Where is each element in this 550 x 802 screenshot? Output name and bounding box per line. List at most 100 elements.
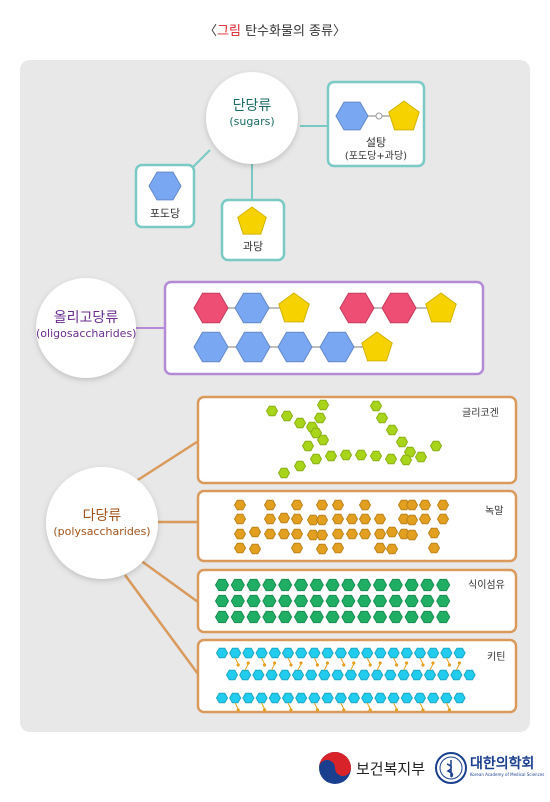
fiber-label: 식이섬유 [468, 580, 505, 591]
acetyl-group-dot [289, 708, 293, 712]
starch-unit-hexagon-icon [331, 499, 345, 511]
poly-label: 다당류 (polysaccharides) [46, 508, 158, 540]
fiber-unit-hexagon-icon [420, 578, 435, 592]
fiber-unit-hexagon-icon [293, 578, 309, 592]
figure-label: 그림 [217, 24, 241, 39]
fiber-unit-hexagon-icon [230, 578, 245, 592]
acetyl-group-dot [263, 708, 267, 712]
chitin-unit-hexagon-icon [215, 692, 229, 704]
bond-line [261, 702, 266, 710]
fiber-unit-hexagon-icon [214, 594, 230, 608]
starch-unit-hexagon-icon [436, 513, 450, 525]
starch-unit-hexagon-icon [345, 513, 359, 525]
fiber-unit-hexagon-icon [357, 578, 372, 592]
chitin-unit-hexagon-icon [255, 647, 268, 659]
starch-unit-hexagon-icon [405, 499, 419, 511]
chitin-unit-hexagon-icon [225, 669, 239, 681]
starch-unit-hexagon-icon [358, 499, 372, 511]
acetyl-group-dot [368, 708, 372, 712]
starch-unit-hexagon-icon [233, 542, 247, 554]
starch-unit-hexagon-icon [418, 513, 432, 525]
fiber-unit-hexagon-icon [278, 610, 293, 624]
glycogen-unit-hexagon-icon [369, 400, 383, 412]
starch-unit-hexagon-icon [358, 528, 372, 540]
bond-line [445, 657, 450, 665]
glycogen-unit-hexagon-icon [316, 434, 330, 446]
chitin-unit-hexagon-icon [295, 692, 308, 704]
chitin-unit-hexagon-icon [413, 692, 427, 704]
starch-unit-hexagon-icon [427, 542, 441, 554]
starch-unit-hexagon-icon [277, 528, 291, 540]
starch-unit-hexagon-icon [248, 543, 262, 555]
chitin-unit-hexagon-icon [281, 692, 295, 704]
starch-unit-hexagon-icon [331, 528, 345, 540]
starch-unit-hexagon-icon [418, 499, 432, 511]
chitin-unit-hexagon-icon [413, 647, 427, 659]
bond-line [323, 663, 328, 671]
fiber-unit-hexagon-icon [262, 610, 277, 624]
fiber-unit-hexagon-icon [357, 594, 372, 608]
fiber-unit-hexagon-icon [388, 578, 403, 592]
bond-line [297, 663, 302, 671]
glycogen-label: 글리코겐 [462, 408, 499, 419]
chitin-unit-hexagon-icon [321, 692, 334, 704]
chitin-unit-hexagon-icon [331, 669, 344, 681]
acetyl-group-dot [352, 661, 356, 665]
acetyl-group-dot [421, 663, 425, 667]
chitin-unit-hexagon-icon [400, 692, 413, 704]
acetyl-group-dot [236, 708, 240, 712]
acetyl-group-dot [299, 661, 303, 665]
acetyl-group-dot [447, 663, 451, 667]
poly-name: 다당류 [82, 508, 122, 524]
bond-line [429, 663, 434, 671]
starch-unit-hexagon-icon [331, 513, 345, 525]
starch-unit-hexagon-icon [315, 529, 329, 541]
chitin-unit-hexagon-icon [291, 669, 305, 681]
fiber-unit-hexagon-icon [278, 594, 293, 608]
chitin-unit-hexagon-icon [400, 647, 413, 659]
chitin-unit-hexagon-icon [450, 669, 463, 681]
chitin-unit-hexagon-icon [239, 669, 252, 681]
bond-line [261, 657, 266, 665]
bond-line [393, 657, 398, 665]
chitin-unit-hexagon-icon [361, 647, 374, 659]
chitin-unit-hexagon-icon [278, 669, 291, 681]
glycogen-unit-hexagon-icon [403, 446, 417, 458]
glycogen-unit-hexagon-icon [313, 412, 327, 424]
sucrose-detail: (포도당+과당) [344, 151, 408, 162]
oligo-glucose-hexagon-icon [193, 331, 229, 363]
fiber-unit-hexagon-icon [262, 578, 277, 592]
acetyl-group-dot [342, 708, 346, 712]
bond-line [340, 657, 345, 665]
starch-label: 녹말 [485, 506, 504, 517]
glycogen-unit-hexagon-icon [385, 424, 399, 436]
fiber-unit-hexagon-icon [214, 578, 230, 592]
fiber-unit-hexagon-icon [246, 594, 261, 608]
starch-unit-hexagon-icon [427, 527, 441, 539]
chitin-unit-hexagon-icon [357, 669, 371, 681]
fiber-unit-hexagon-icon [341, 594, 356, 608]
ministry-logo-icon [319, 752, 351, 784]
chitin-unit-hexagon-icon [318, 669, 331, 681]
acetyl-group-dot [315, 708, 319, 712]
fiber-unit-hexagon-icon [325, 578, 340, 592]
chitin-unit-hexagon-icon [453, 692, 466, 704]
chitin-unit-hexagon-icon [281, 647, 295, 659]
fiber-unit-hexagon-icon [214, 610, 230, 624]
starch-unit-hexagon-icon [315, 543, 329, 555]
starch-unit-hexagon-icon [373, 513, 387, 525]
acetyl-group-dot [395, 708, 399, 712]
acetyl-group-dot [246, 661, 250, 665]
starch-unit-hexagon-icon [358, 513, 372, 525]
chitin-unit-hexagon-icon [374, 692, 387, 704]
chitin-unit-hexagon-icon [410, 669, 423, 681]
sugars-name: 단당류 [232, 98, 272, 114]
academy-name: 대한의학회 [470, 756, 535, 772]
fiber-unit-hexagon-icon [436, 610, 451, 624]
oligo-label: 올리고당류 (oligosaccharides) [36, 310, 136, 342]
oligo-glucose-hexagon-icon [319, 331, 355, 363]
chitin-unit-hexagon-icon [371, 669, 384, 681]
fiber-unit-hexagon-icon [404, 594, 419, 608]
fiber-unit-hexagon-icon [436, 578, 451, 592]
chitin-unit-hexagon-icon [374, 647, 387, 659]
